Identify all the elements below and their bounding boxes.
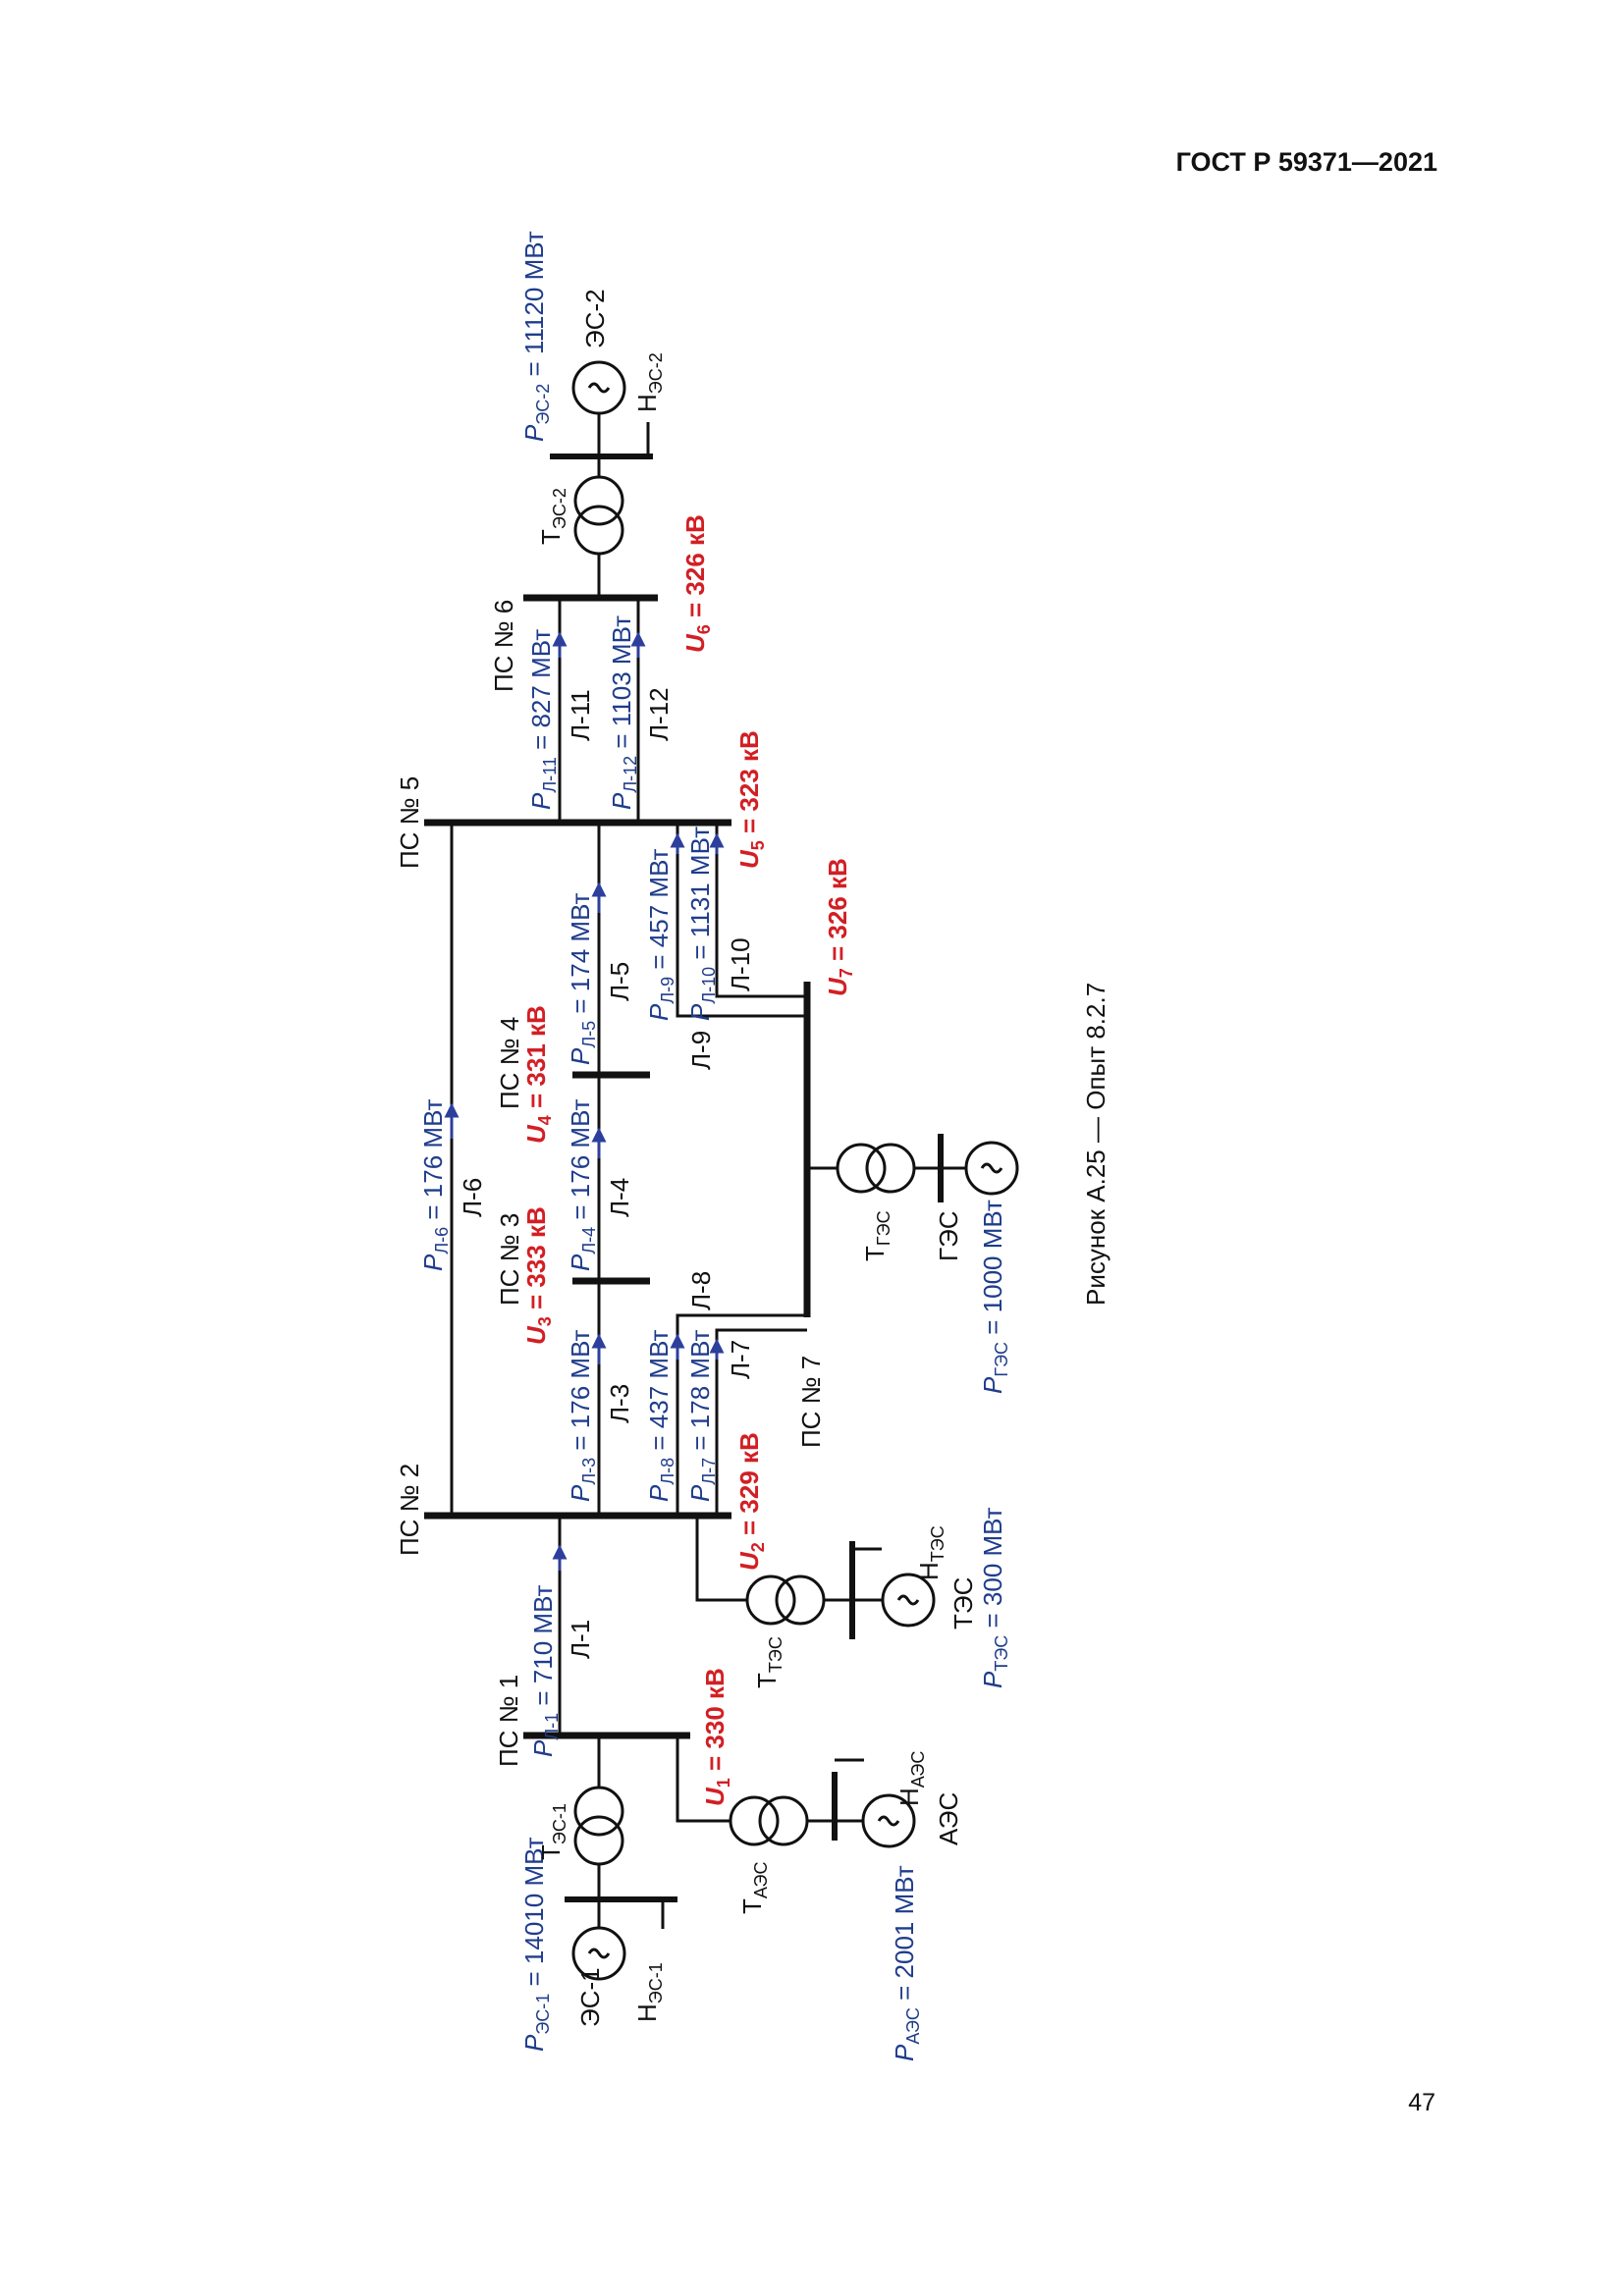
label-es2: ЭС-2 <box>580 289 610 348</box>
line-name-l10: Л-10 <box>726 937 755 991</box>
trafo-es1: ТЭС-1 <box>536 1803 569 1860</box>
power-l7: PЛ-7 = 178 МВт <box>685 1329 719 1502</box>
power-l5: PЛ-5 = 174 МВт <box>566 892 599 1065</box>
power-ges: PГЭС = 1000 МВт <box>978 1200 1011 1394</box>
line-name-l8: Л-8 <box>686 1271 716 1310</box>
trafo-ges: ТГЭС <box>860 1210 893 1261</box>
label-ps6: ПС № 6 <box>489 600 518 692</box>
line-name-l7: Л-7 <box>726 1340 755 1379</box>
power-l9: PЛ-9 = 457 МВт <box>644 848 677 1021</box>
power-l10: PЛ-10 = 1131 МВт <box>685 827 719 1021</box>
line-name-l5: Л-5 <box>605 962 634 1001</box>
page-number: 47 <box>1408 2089 1435 2116</box>
label-aes: АЭС <box>934 1792 963 1845</box>
voltage-u6: U6 = 326 кВ <box>680 514 714 653</box>
line-name-l1: Л-1 <box>566 1620 595 1659</box>
voltage-u4: U4 = 331 кВ <box>521 1005 555 1144</box>
schematic <box>424 360 1019 1981</box>
document-header: ГОСТ Р 59371—2021 <box>1175 147 1437 177</box>
line-name-l11: Л-11 <box>566 689 595 741</box>
load-es1: НЭС-1 <box>632 1962 666 2022</box>
voltage-u7: U7 = 326 кВ <box>823 858 856 996</box>
figure-caption: Рисунок А.25 — Опыт 8.2.7 <box>1081 983 1110 1306</box>
label-ps1: ПС № 1 <box>494 1675 523 1767</box>
label-es1: ЭС-1 <box>575 1967 605 2027</box>
trafo-aes: ТАЭС <box>737 1862 771 1914</box>
label-tes: ТЭС <box>948 1577 978 1629</box>
line-name-l12: Л-12 <box>644 687 674 741</box>
power-aes: PАЭС = 2001 МВт <box>890 1865 923 2061</box>
load-aes: НАЭС <box>894 1751 928 1806</box>
power-l11: PЛ-11 = 827 МВт <box>526 629 560 810</box>
power-l6: PЛ-6 = 176 МВт <box>418 1098 452 1271</box>
generator-symbols <box>587 382 1003 1959</box>
labels: ПС № 1 ПС № 2 ПС № 3 ПС № 4 ПС № 5 ПС № … <box>395 231 1110 2061</box>
power-l1: PЛ-1 = 710 МВт <box>528 1584 562 1757</box>
power-l4: PЛ-4 = 176 МВт <box>566 1098 599 1271</box>
power-es2: PЭС-2 = 11120 МВт <box>519 231 553 442</box>
label-ps4: ПС № 4 <box>495 1017 524 1109</box>
load-es2: НЭС-2 <box>632 352 666 412</box>
line-name-l9: Л-9 <box>686 1031 716 1070</box>
voltage-u1: U1 = 330 кВ <box>700 1668 733 1806</box>
line-name-l4: Л-4 <box>605 1178 634 1217</box>
label-ps3: ПС № 3 <box>495 1213 524 1306</box>
trafo-es2: ТЭС-2 <box>536 488 569 545</box>
label-ps7: ПС № 7 <box>796 1356 826 1448</box>
voltage-u3: U3 = 333 кВ <box>521 1206 555 1345</box>
power-tes: PТЭС = 300 МВт <box>978 1507 1011 1688</box>
line-name-l3: Л-3 <box>605 1384 634 1423</box>
power-l8: PЛ-8 = 437 МВт <box>644 1329 677 1502</box>
label-ps2: ПС № 2 <box>395 1464 424 1556</box>
load-tes: НТЭС <box>914 1525 947 1580</box>
power-es1: PЭС-1 = 14010 МВт <box>519 1837 553 2052</box>
voltage-u5: U5 = 323 кВ <box>734 730 768 869</box>
trafo-tes: ТТЭС <box>752 1636 785 1688</box>
line-name-l6: Л-6 <box>458 1178 487 1217</box>
power-l3: PЛ-3 = 176 МВт <box>566 1329 599 1502</box>
power-l12: PЛ-12 = 1103 МВт <box>607 615 640 810</box>
voltage-u2: U2 = 329 кВ <box>734 1432 768 1571</box>
label-ges: ГЭС <box>934 1210 963 1261</box>
label-ps5: ПС № 5 <box>395 776 424 869</box>
